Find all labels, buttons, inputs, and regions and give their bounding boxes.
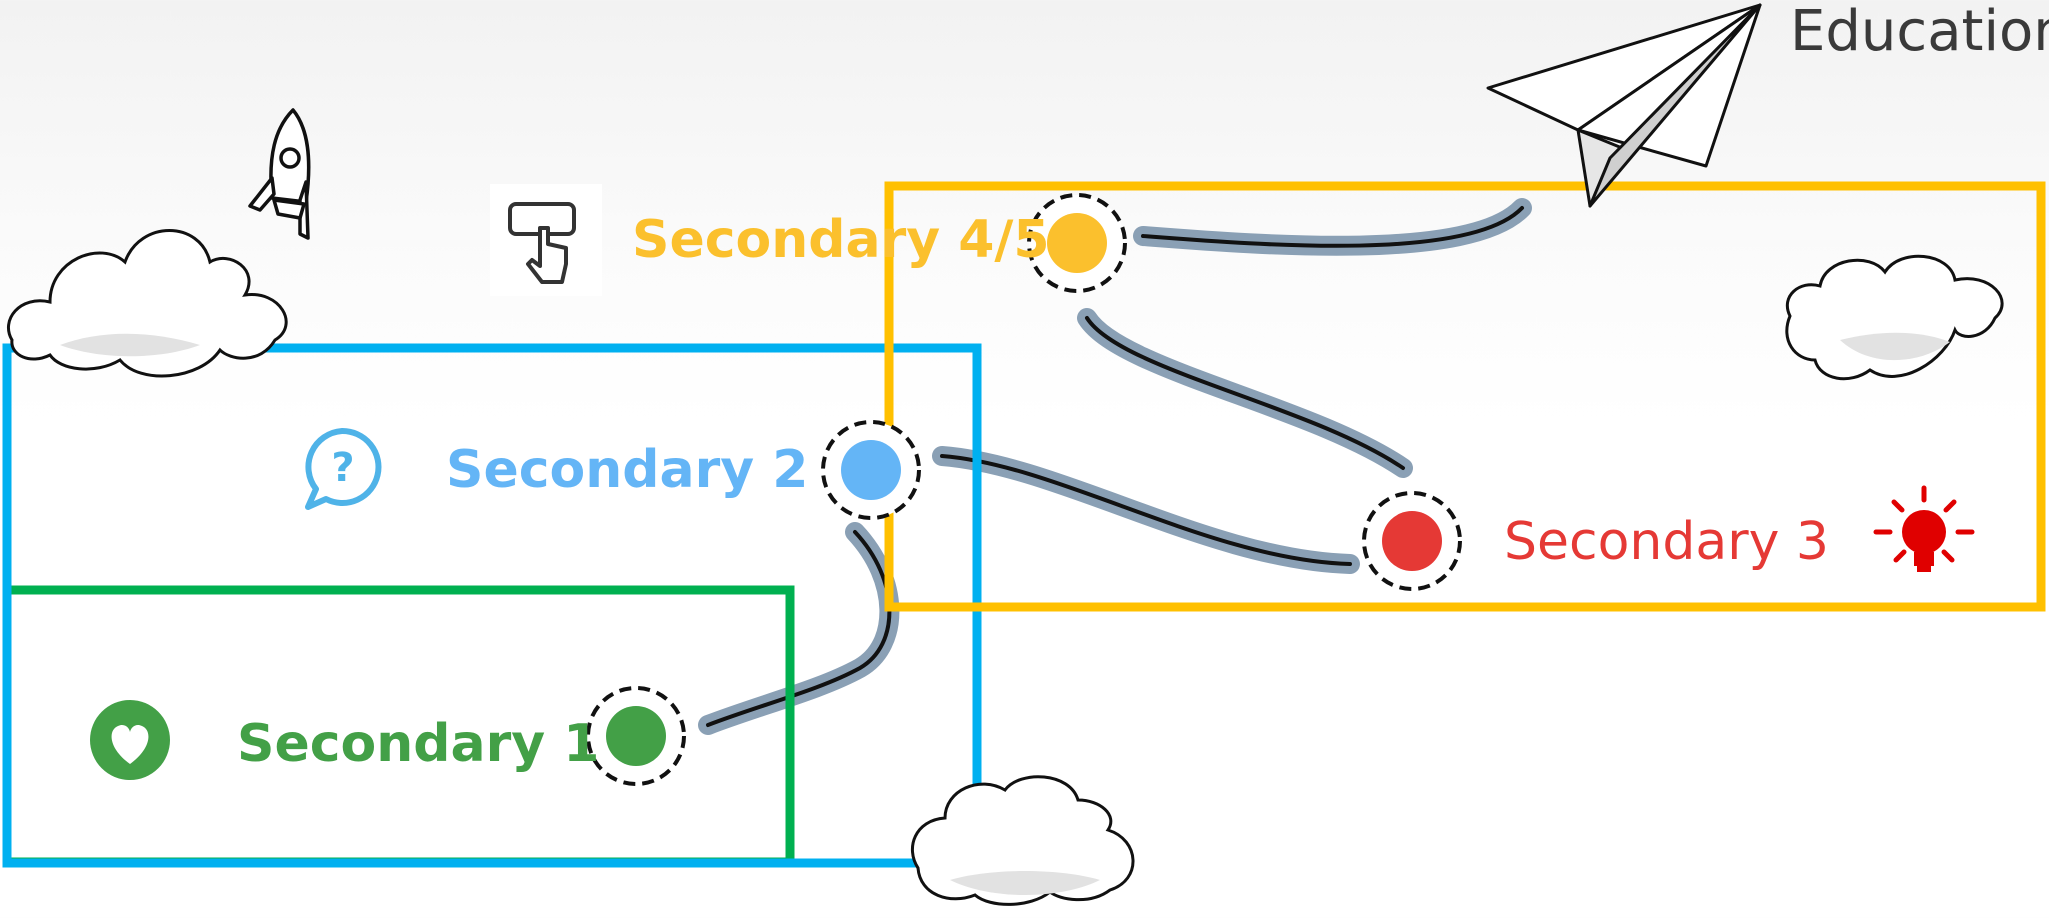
rocket-icon: [248, 108, 311, 240]
path-road: [698, 198, 1532, 735]
cloud-icon: [1785, 254, 2004, 381]
node-label-secondary-4-5: Secondary 4/5: [632, 210, 1050, 270]
node-secondary-2-marker: [821, 420, 921, 520]
svg-text:?: ?: [331, 445, 354, 491]
node-label-secondary-2: Secondary 2: [446, 440, 809, 500]
question-bubble-icon: ?: [305, 427, 382, 510]
node-secondary-4-5-marker: [1027, 193, 1127, 293]
frame-blue: [2, 343, 982, 868]
heart-icon: [90, 700, 170, 780]
click-button-icon: [490, 184, 602, 296]
node-label-secondary-3: Secondary 3: [1504, 512, 1829, 572]
diagram-title: Education: [1790, 0, 2049, 64]
frame-yellow: [884, 181, 2046, 612]
node-secondary-1-marker: [586, 686, 686, 786]
node-secondary-3-marker: [1362, 491, 1462, 591]
lightbulb-icon: [1873, 485, 1975, 572]
cloud-icon: [910, 775, 1135, 906]
cloud-icon: [6, 229, 288, 378]
node-label-secondary-1: Secondary 1: [237, 714, 600, 774]
paper-plane-icon: [1486, 3, 1762, 208]
